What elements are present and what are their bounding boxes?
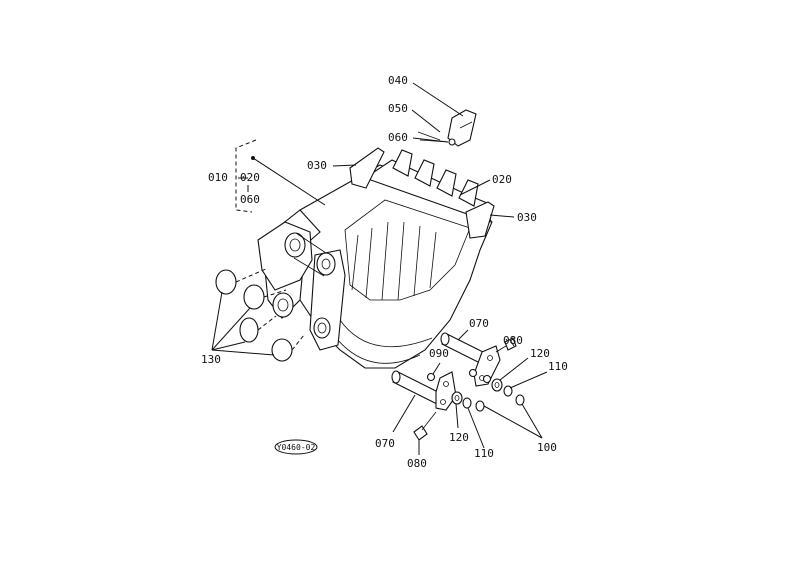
- callout-030-top: 030: [307, 159, 327, 172]
- mounting-bracket-front: [293, 232, 346, 351]
- callout-assembly-020: 020: [240, 171, 260, 184]
- callout-030-right: 030: [517, 211, 537, 224]
- callout-080-lower: 080: [407, 457, 427, 470]
- grease-fitting-100-upper: [515, 394, 525, 406]
- callout-130: 130: [201, 353, 221, 366]
- callout-120-lower: 120: [449, 431, 469, 444]
- washer-110-lower: [462, 397, 472, 409]
- bolt-080-lower: [413, 411, 437, 441]
- washer-120-lower: [451, 391, 463, 405]
- mounting-bracket-rear: [257, 221, 313, 318]
- callout-assembly-060: 060: [240, 193, 260, 206]
- callout-020: 020: [492, 173, 512, 186]
- callout-070-lower: 070: [375, 437, 395, 450]
- callout-assembly-010: 010: [208, 171, 228, 184]
- side-cutter-right: [465, 201, 495, 239]
- reference-code: Y0460-02: [277, 443, 316, 452]
- nut-090: [426, 368, 492, 384]
- washer-110-upper: [503, 385, 513, 397]
- callout-090: 090: [429, 347, 449, 360]
- callout-labels: 040 050 060 030 020 030 010 020 060 070 …: [201, 74, 568, 470]
- callout-050: 050: [388, 102, 408, 115]
- reference-code-badge: Y0460-02: [274, 439, 318, 455]
- callout-080-upper: 080: [503, 334, 523, 347]
- tooth-point: [447, 109, 477, 147]
- callout-040: 040: [388, 74, 408, 87]
- callout-110-lower: 110: [474, 447, 494, 460]
- o-ring-group: [215, 267, 305, 362]
- callout-100: 100: [537, 441, 557, 454]
- tooth-pin-050: [417, 131, 441, 141]
- callout-070-upper: 070: [469, 317, 489, 330]
- leader-lines: [211, 82, 548, 455]
- callout-110-upper: 110: [548, 360, 568, 373]
- callout-060: 060: [388, 131, 408, 144]
- callout-120-upper: 120: [530, 347, 550, 360]
- retainer-plate-lower: [435, 371, 457, 411]
- bucket-cutting-edge: [363, 149, 493, 223]
- grease-fitting-100-lower: [475, 400, 485, 412]
- side-cutter-left: [349, 147, 385, 189]
- bolt-080-upper: [495, 337, 517, 353]
- washer-120-upper: [491, 378, 503, 392]
